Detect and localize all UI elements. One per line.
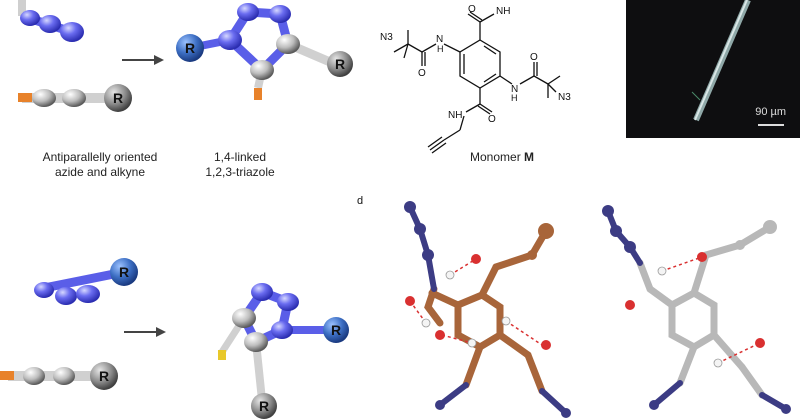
reaction-arrow-bottom (124, 327, 166, 337)
svg-text:O: O (418, 68, 426, 79)
reaction-arrow (122, 55, 164, 65)
n3-right-label: N3 (558, 92, 571, 103)
alkyne-molecule-bottom: R (0, 362, 118, 390)
r-label-triazole-blue: R (331, 322, 341, 338)
n-label-right: N (511, 84, 518, 95)
azide-molecule-bottom: R (34, 258, 138, 305)
r-group-gray (327, 51, 353, 77)
r-label-bottom-gray: R (99, 368, 109, 384)
azide-alkyne-bottom: R R R R (0, 258, 349, 419)
nh-label-top: NH (496, 6, 510, 17)
svg-text:O: O (530, 52, 538, 63)
h-label-right: H (511, 93, 518, 103)
triazole-caption: 1,4-linked 1,2,3-triazole (205, 150, 275, 179)
h-label-left: H (437, 44, 444, 54)
n3-left-label: N3 (380, 32, 393, 43)
r-label-triazole-gray: R (259, 398, 269, 414)
svg-text:O: O (468, 4, 476, 15)
r-label-bottom-blue: R (119, 264, 129, 280)
monomer-structure: O NH O NH N H O N3 N H O N3 (380, 4, 571, 154)
panel-d-letter: d (357, 195, 364, 207)
nh-label-bottom: NH (448, 110, 462, 121)
r-label-left: R (185, 40, 195, 56)
triazole-illustration: R R (176, 3, 353, 100)
r-group-blue (176, 34, 204, 62)
n-label-left: N (436, 34, 443, 45)
azide-alkyne-caption: Antiparallelly oriented azide and alkyne (42, 150, 158, 179)
azide-alkyne-illustration: R (18, 0, 164, 112)
crystal-image (691, 0, 751, 122)
scale-bar (758, 124, 784, 126)
triazole-ring (189, 3, 332, 100)
azide-molecule (18, 0, 84, 42)
alkyne-molecule: R (18, 84, 132, 112)
r-label-right: R (335, 56, 345, 72)
crystal-micrograph: 90 µm (626, 0, 800, 138)
crystal-structure-gray (602, 205, 791, 414)
crystal-structure-brown (404, 201, 571, 418)
monomer-caption: Monomer M (470, 150, 535, 164)
scale-bar-label: 90 µm (755, 106, 786, 118)
svg-text:O: O (488, 114, 496, 125)
r-group-label: R (113, 90, 123, 106)
triazole-bottom: R R (218, 283, 349, 419)
